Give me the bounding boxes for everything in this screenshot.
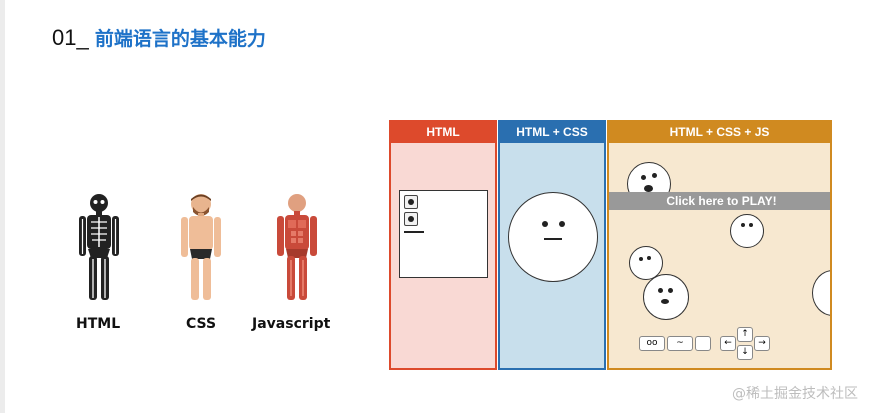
- panel-html-css-js-header: HTML + CSS + JS: [609, 122, 830, 143]
- play-banner[interactable]: Click here to PLAY!: [609, 192, 830, 210]
- arrow-up-icon[interactable]: ↑: [737, 327, 753, 342]
- skeleton-figure: [76, 192, 122, 308]
- muscle-figure: [274, 192, 320, 308]
- game-ball-5[interactable]: [812, 270, 830, 316]
- panel-html: HTML: [389, 120, 497, 370]
- arrow-down-icon[interactable]: ↓: [737, 345, 753, 360]
- face-button-1[interactable]: oo: [639, 336, 665, 351]
- panel-html-css: HTML + CSS: [498, 120, 606, 370]
- title-text: 前端语言的基本能力: [94, 28, 266, 50]
- figure-label-css: CSS: [186, 316, 217, 332]
- page-title: 01_ 前端语言的基本能力: [52, 24, 266, 51]
- unstyled-page-box: [399, 190, 488, 278]
- tiny-underline: [404, 231, 424, 233]
- left-edge-strip: [0, 0, 5, 413]
- tiny-image-2: [404, 212, 418, 226]
- panel-html-css-header: HTML + CSS: [500, 122, 604, 143]
- smiley-face: [508, 192, 598, 282]
- person-figure: [178, 192, 224, 308]
- title-number: 01_: [52, 25, 89, 50]
- arrow-right-icon[interactable]: →: [754, 336, 770, 351]
- panel-html-css-js: HTML + CSS + JS Click here to PLAY! oo ~…: [607, 120, 832, 370]
- watermark: @稀土掘金技术社区: [732, 386, 858, 402]
- face-button-2[interactable]: ~: [667, 336, 693, 351]
- game-ball-2[interactable]: [730, 214, 764, 248]
- tiny-image-1: [404, 195, 418, 209]
- arrow-left-icon[interactable]: ←: [720, 336, 736, 351]
- figure-label-javascript: Javascript: [252, 316, 331, 332]
- game-ball-4[interactable]: [643, 274, 689, 320]
- figure-label-html: HTML: [76, 316, 121, 332]
- panel-html-header: HTML: [391, 122, 495, 143]
- face-button-3[interactable]: [695, 336, 711, 351]
